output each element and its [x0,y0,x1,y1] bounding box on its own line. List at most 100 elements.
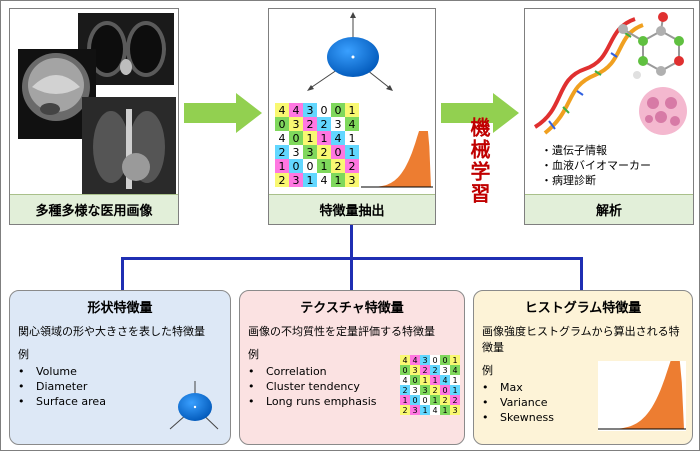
matrix-cell [317,117,331,131]
matrix-value: 2 [402,386,407,395]
matrix-value: 1 [442,406,447,415]
matrix-cell [430,405,440,415]
matrix-cell [400,355,410,365]
matrix-cell [430,365,440,375]
texture-features-list: Correlation Cluster tendency Long runs e… [248,364,456,409]
matrix-value: 0 [321,104,328,117]
matrix-value: 0 [432,356,437,365]
list-item: 遺伝子情報 [541,143,651,158]
list-item: Skewness [482,410,684,425]
matrix-cell [303,117,317,131]
matrix-value: 3 [293,174,300,187]
matrix-value: 2 [307,118,314,131]
matrix-cell [430,385,440,395]
connector-line [350,225,353,259]
matrix-value: 3 [412,386,417,395]
matrix-cell [410,405,420,415]
list-item: Long runs emphasis [248,394,456,409]
histogram-icon [361,131,433,188]
matrix-cell [410,385,420,395]
matrix-value: 3 [307,146,314,159]
matrix-value: 1 [335,174,342,187]
texture-features-desc: 画像の不均質性を定量評価する特徴量 [248,325,435,338]
matrix-cell [410,375,420,385]
matrix-cell [450,365,460,375]
matrix-value: 4 [279,132,286,145]
matrix-cell [420,375,430,385]
matrix-cell [331,103,345,117]
matrix-value: 2 [349,160,356,173]
list-item: Surface area [18,394,222,409]
matrix-cell [430,375,440,385]
connector-line [121,257,124,290]
matrix-cell [275,117,289,131]
shape-features-title: 形状特徴量 [87,301,153,316]
matrix-cell [289,159,303,173]
texture-features-box: テクスチャ特徴量 画像の不均質性を定量評価する特徴量 例 Correlation… [239,290,465,445]
analysis-panel: 遺伝子情報 血液バイオマーカー 病理診断 解析 [524,8,694,225]
matrix-cell [400,365,410,375]
matrix-cell [410,355,420,365]
matrix-value: 0 [335,104,342,117]
machine-learning-label: 機械学習 [467,117,491,205]
connector-line [350,257,353,290]
histogram-features-title: ヒストグラム特徴量 [524,301,642,316]
ellipsoid-icon [169,381,219,430]
list-item: 病理診断 [541,173,651,188]
matrix-value: 4 [402,356,407,365]
matrix-value: 1 [279,160,286,173]
matrix-cell [440,365,450,375]
matrix-cell [275,145,289,159]
matrix-cell [345,145,359,159]
matrix-value: 0 [402,366,407,375]
analysis-illustration [533,12,687,135]
ellipsoid-icon [307,12,393,91]
matrix-cell [317,159,331,173]
matrix-value: 1 [307,174,314,187]
matrix-cell [450,355,460,365]
matrix-value: 3 [349,174,356,187]
matrix-value: 0 [293,160,300,173]
list-item: Variance [482,395,684,410]
matrix-value: 3 [422,386,427,395]
matrix-value: 1 [422,406,427,415]
matrix-cell [345,159,359,173]
matrix-cell [303,145,317,159]
matrix-value: 0 [293,132,300,145]
matrix-value: 2 [432,366,437,375]
matrix-cell [440,385,450,395]
matrix-cell [275,159,289,173]
matrix-value: 3 [442,366,447,375]
matrix-cell [331,159,345,173]
list-item: Volume [18,364,222,379]
matrix-value: 4 [412,356,417,365]
matrix-cell [275,131,289,145]
medical-images-panel: 多種多様な医用画像 [9,8,179,225]
analysis-label: 解析 [525,194,693,224]
matrix-cell [420,355,430,365]
arrow-right-icon [184,93,262,133]
matrix-value: 0 [335,146,342,159]
matrix-cell [440,355,450,365]
matrix-cell [410,395,420,405]
matrix-value: 2 [452,396,457,405]
matrix-value: 2 [402,406,407,415]
example-label: 例 [248,348,259,361]
matrix-cell [331,131,345,145]
matrix-value: 3 [412,406,417,415]
matrix-cell [420,395,430,405]
matrix-cell [345,117,359,131]
matrix-cell [440,375,450,385]
matrix-value: 2 [422,366,427,375]
example-label: 例 [482,364,493,377]
dna-icon [533,17,644,135]
matrix-cell [400,395,410,405]
matrix-cell [289,145,303,159]
matrix-cell [400,405,410,415]
matrix-cell [303,103,317,117]
matrix-value: 2 [279,146,286,159]
matrix-value: 2 [321,118,328,131]
